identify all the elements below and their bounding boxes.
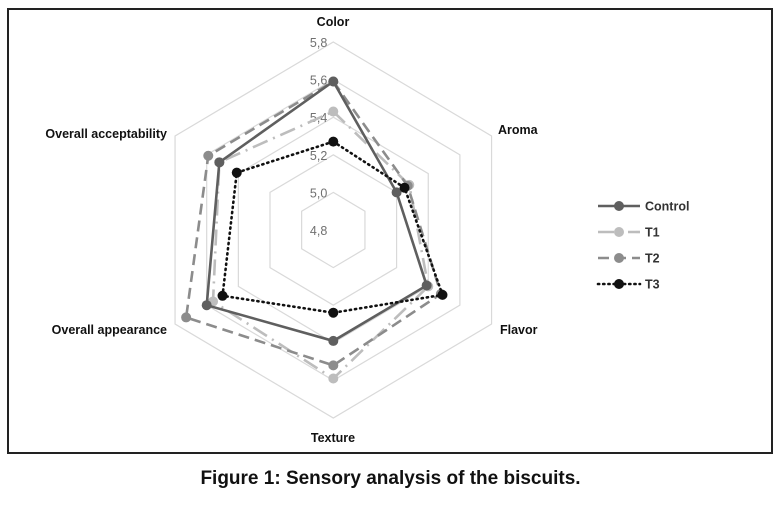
grid-ring [174, 41, 493, 419]
axis-label-flavor: Flavor [500, 323, 538, 337]
axis-label-texture: Texture [311, 431, 355, 445]
series-control [201, 76, 432, 346]
legend-label: Control [645, 200, 689, 214]
series-line [221, 140, 445, 315]
data-point [201, 300, 212, 311]
data-point [231, 167, 242, 178]
axis-label-color: Color [317, 15, 350, 29]
data-point [328, 136, 339, 147]
legend-swatch-marker [614, 279, 624, 289]
legend-item-control[interactable]: Control [598, 200, 689, 214]
data-point [437, 289, 448, 300]
grid-ring [301, 191, 366, 269]
chart-frame [7, 8, 773, 454]
legend-item-t3[interactable]: T3 [596, 278, 660, 292]
legend-label: T2 [645, 252, 660, 266]
legend-label: T3 [645, 278, 660, 292]
figure-caption: Figure 1: Sensory analysis of the biscui… [200, 468, 581, 489]
grid-ring [269, 154, 398, 306]
legend-item-t2[interactable]: T2 [598, 252, 660, 266]
axis-label-overall-appearance: Overall appearance [52, 323, 167, 337]
tick-labels: 4,85,05,25,45,65,8 [310, 36, 327, 238]
legend-label: T1 [645, 226, 660, 240]
tick-label: 4,8 [310, 224, 327, 238]
data-point [181, 312, 192, 323]
legend-item-t1[interactable]: T1 [598, 226, 660, 240]
tick-label: 5,2 [310, 149, 327, 163]
axis-label-aroma: Aroma [498, 123, 539, 137]
data-point [399, 182, 410, 193]
data-point [421, 280, 432, 291]
data-point [328, 76, 339, 87]
tick-label: 5,0 [310, 186, 327, 200]
data-point [328, 360, 339, 371]
data-point [328, 335, 339, 346]
data-point [328, 373, 339, 384]
data-point [328, 106, 339, 117]
legend-swatch-marker [614, 253, 624, 263]
legend-swatch-marker [614, 201, 624, 211]
legend-swatch-marker [614, 227, 624, 237]
data-point [203, 150, 214, 161]
tick-label: 5,6 [310, 74, 327, 88]
radar-chart: 4,85,05,25,45,65,8 ColorAromaFlavorTextu… [45, 15, 689, 445]
series-t3 [217, 136, 448, 318]
axis-label-overall-acceptability: Overall acceptability [45, 127, 167, 141]
data-point [217, 290, 228, 301]
data-point [328, 307, 339, 318]
series-layer [181, 76, 448, 384]
data-point [391, 187, 402, 198]
tick-label: 5,8 [310, 36, 327, 50]
data-point [214, 157, 225, 168]
